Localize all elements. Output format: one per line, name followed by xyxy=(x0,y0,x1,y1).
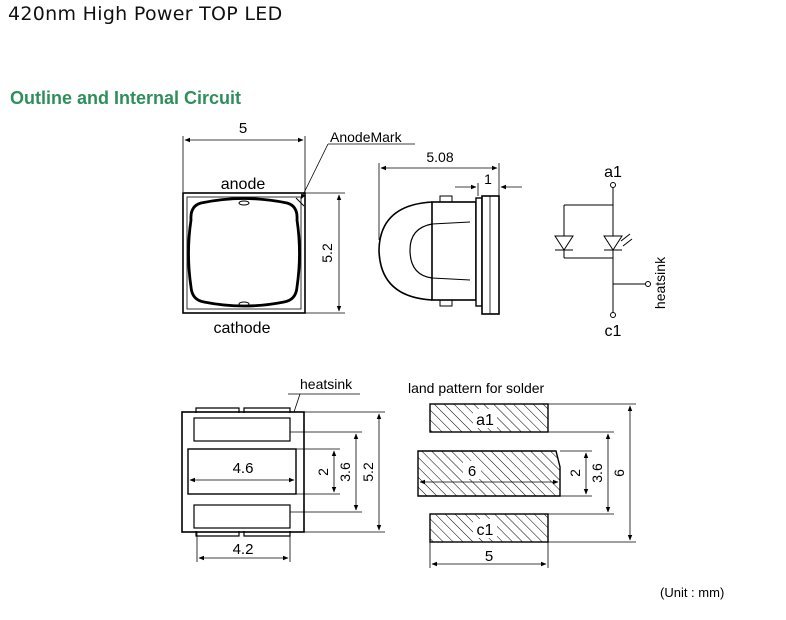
bottom-heatsink-label: heatsink xyxy=(300,376,353,392)
land-pattern-title: land pattern for solder xyxy=(408,380,545,396)
circuit-a1-label: a1 xyxy=(604,164,622,181)
land-dim-6: 6 xyxy=(611,469,627,477)
cathode-label: cathode xyxy=(214,320,271,337)
section-heading: Outline and Internal Circuit xyxy=(10,88,242,108)
unit-note: (Unit : mm) xyxy=(660,585,725,600)
bottom-base-width-label: 4.2 xyxy=(233,541,254,558)
page-title: 420nm High Power TOP LED xyxy=(8,3,283,25)
bottom-dim-36: 3.6 xyxy=(337,462,353,482)
side-flange-label: 1 xyxy=(484,171,492,187)
bottom-pad-width-label: 4.6 xyxy=(233,460,254,477)
side-view xyxy=(378,163,522,315)
bottom-dim-2: 2 xyxy=(315,468,331,476)
land-dim-36: 3.6 xyxy=(589,463,605,483)
land-bottom-label: 5 xyxy=(485,548,493,565)
bottom-dim-52: 5.2 xyxy=(360,462,376,482)
circuit-heatsink-label: heatsink xyxy=(652,256,668,309)
top-view xyxy=(182,136,415,314)
anode-label: anode xyxy=(221,176,266,193)
land-dim-2: 2 xyxy=(567,469,583,477)
land-pattern xyxy=(417,403,636,568)
top-width-label: 5 xyxy=(239,120,247,137)
anode-mark-label: AnodeMark xyxy=(330,129,403,145)
top-height-label: 5.2 xyxy=(319,243,335,263)
land-center-label: 6 xyxy=(468,463,476,480)
circuit-c1-label: c1 xyxy=(605,323,622,340)
internal-circuit xyxy=(554,182,651,318)
land-c1-label: c1 xyxy=(477,522,494,539)
land-a1-label: a1 xyxy=(476,412,494,429)
side-total-label: 5.08 xyxy=(426,149,453,165)
bottom-view xyxy=(181,393,385,562)
